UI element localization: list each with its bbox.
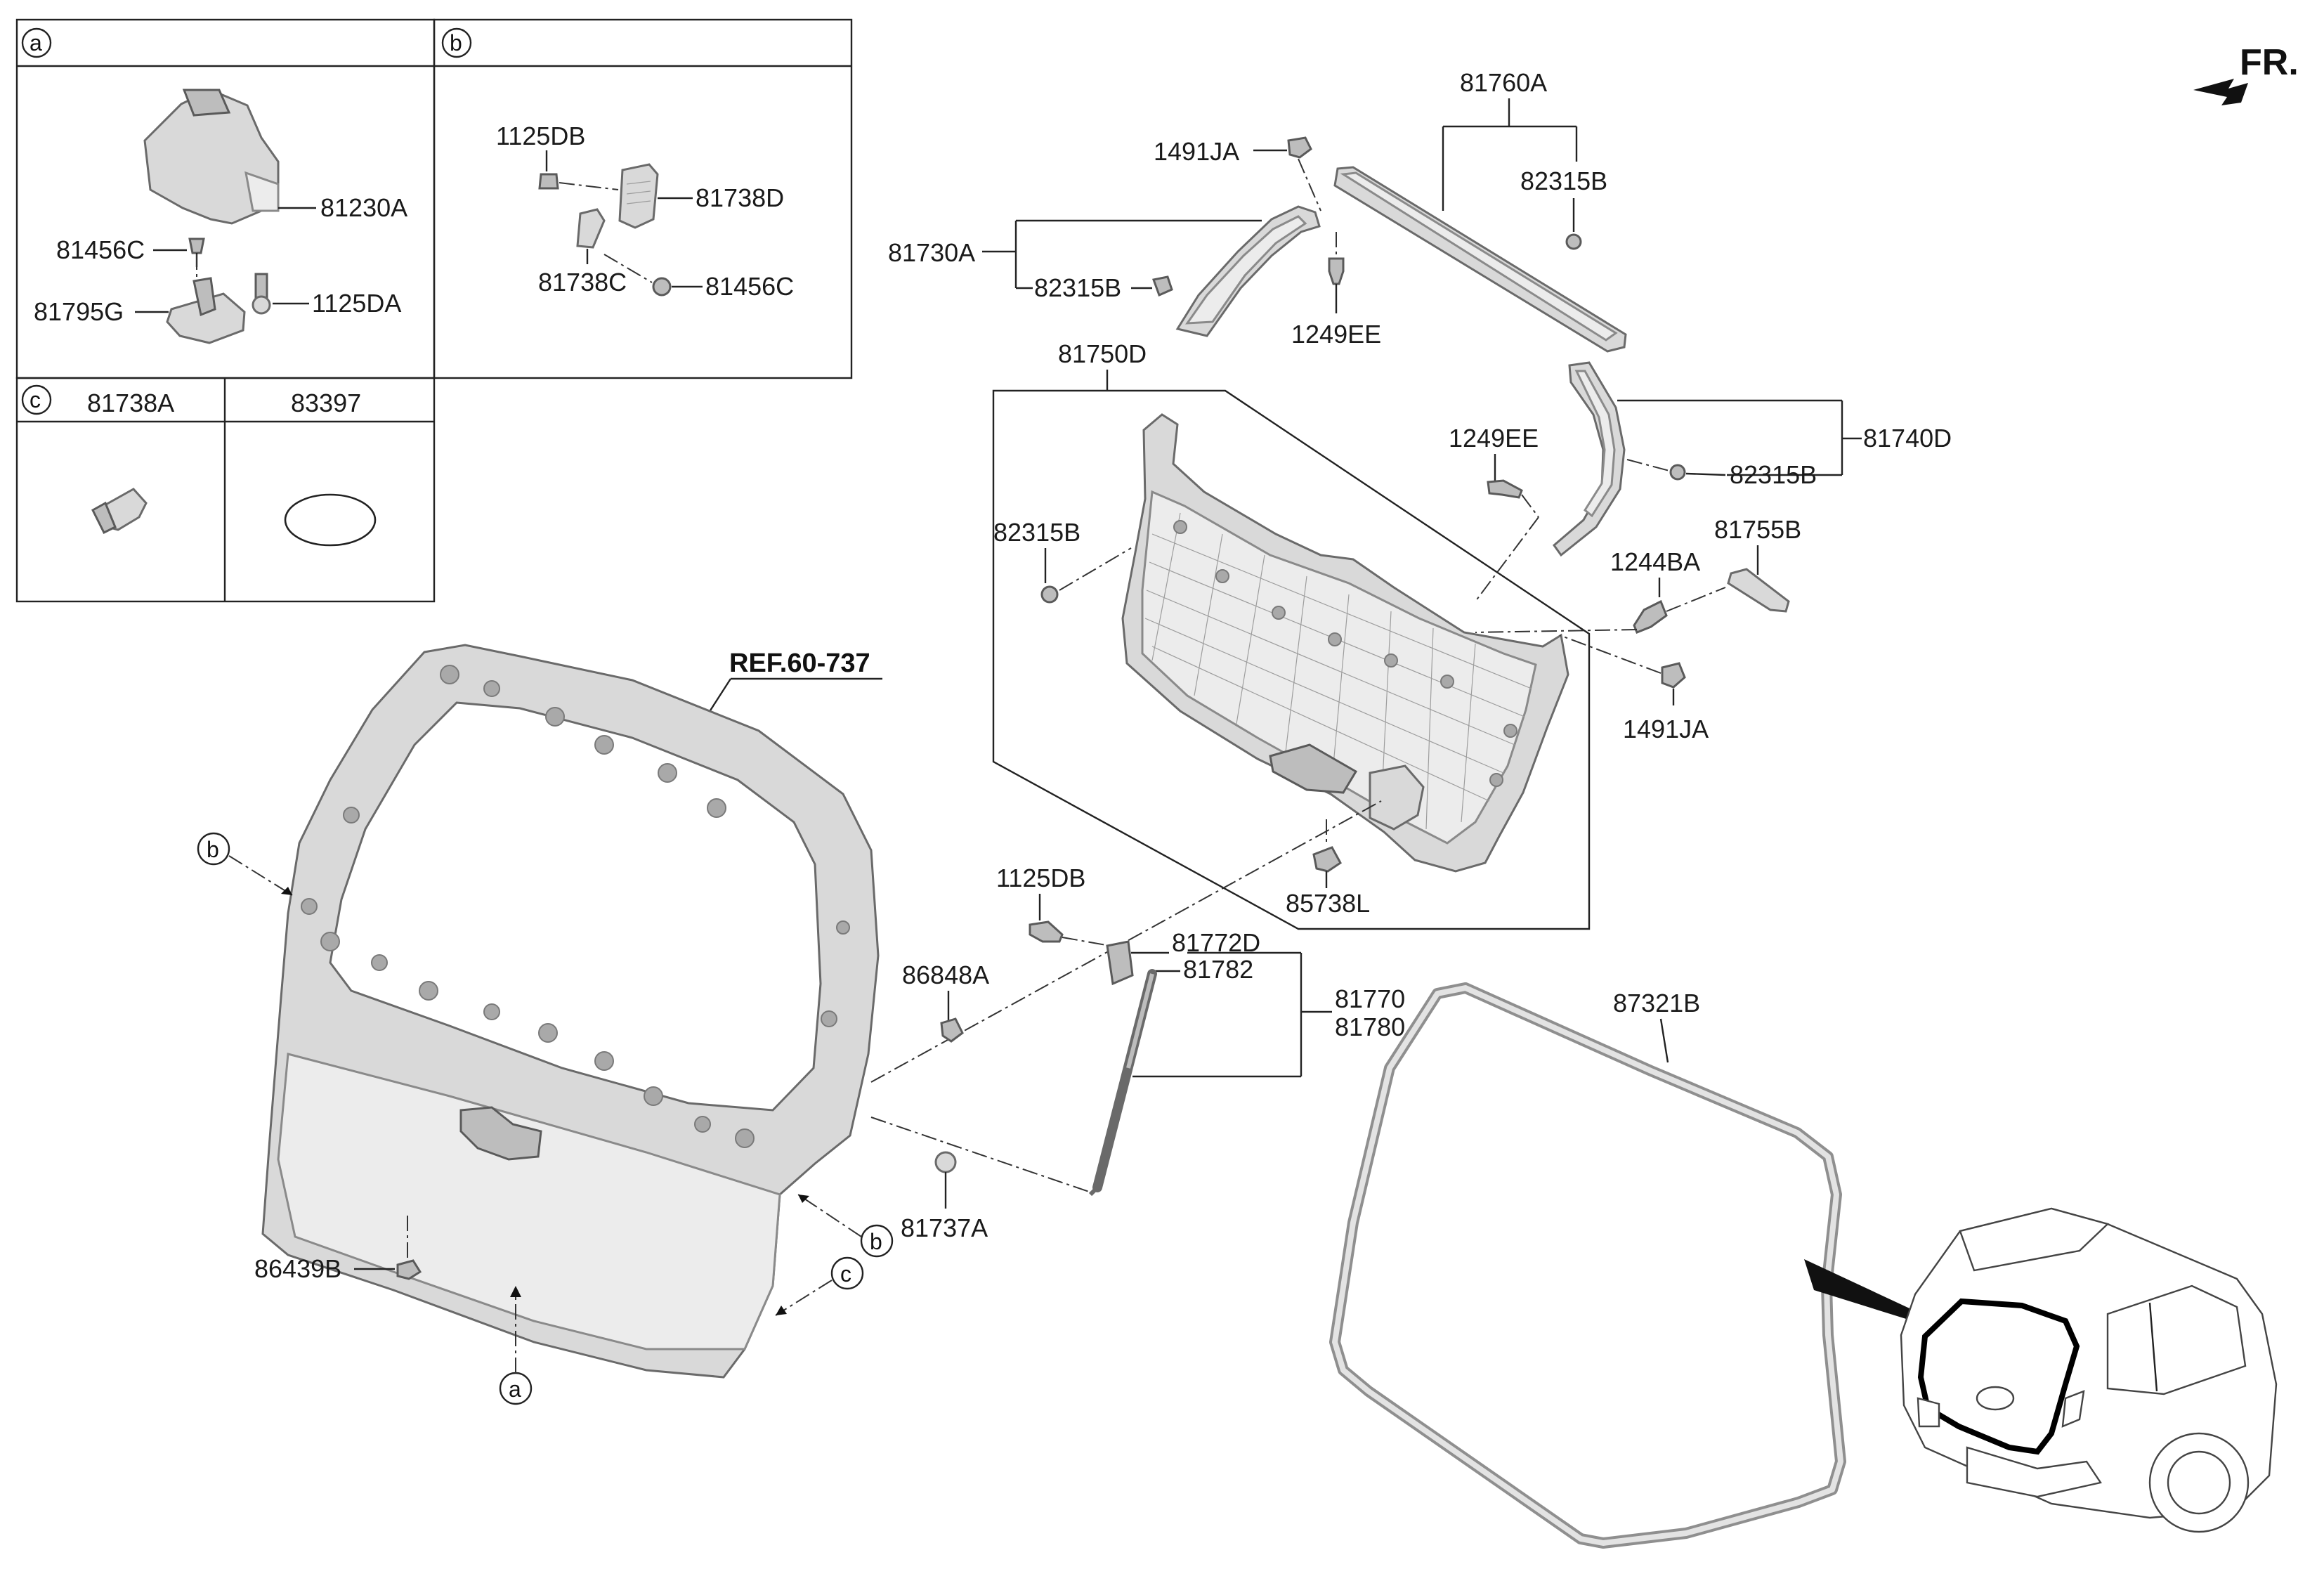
clip-icon (1565, 233, 1582, 250)
part-label-82315B-2: 82315B (1034, 273, 1121, 302)
bolt-icon (1633, 599, 1668, 634)
strut-hinge-group: 1125DB 81772D 81782 81770 81780 86848A 8… (870, 800, 1405, 1242)
part-label-82315B-3: 82315B (1730, 460, 1817, 489)
screw-icon (188, 237, 205, 254)
screw-icon (1487, 479, 1523, 499)
nut-icon (396, 1259, 422, 1280)
inset-c-parts: 81738A 83397 (87, 389, 377, 547)
inset-a-letter: a (30, 30, 42, 56)
weatherstrip-icon (1329, 982, 1846, 1549)
clip-icon (1151, 275, 1173, 297)
part-label-81737A: 81737A (901, 1213, 988, 1242)
handle-plate-icon (618, 163, 659, 229)
part-label-81738A: 81738A (87, 389, 174, 417)
part-label-83397: 83397 (291, 389, 361, 417)
clip-icon (940, 1017, 964, 1043)
ref-label: REF.60-737 (729, 649, 870, 678)
bolt-icon (538, 173, 559, 190)
part-label-82315B-1: 82315B (1520, 167, 1607, 195)
vehicle-thumbnail (1900, 1207, 2278, 1533)
inset-a-parts: 81230A 81456C 81795G 1125DA (34, 89, 407, 344)
inset-b-parts: 1125DB 81738D 81738C 81456C (496, 122, 794, 301)
part-label-81750D: 81750D (1058, 339, 1147, 368)
tailgate-window-opening (329, 701, 822, 1112)
inset-panels: a b c (15, 18, 853, 603)
part-label-81740D: 81740D (1863, 424, 1952, 453)
part-label-81738C: 81738C (538, 268, 627, 297)
part-label-87321B: 87321B (1613, 989, 1700, 1017)
bumper-icon (934, 1151, 957, 1173)
callout-a: a (509, 1377, 521, 1402)
part-label-81230A: 81230A (320, 193, 407, 222)
part-label-81738D: 81738D (696, 183, 784, 212)
weatherstrip-group: 87321B (1329, 982, 1931, 1549)
front-direction-indicator: FR. (2193, 42, 2299, 105)
striker-icon (166, 292, 246, 344)
part-label-81795G: 81795G (34, 297, 124, 326)
clip-icon (1040, 585, 1059, 604)
tailgate-panel-group: REF.60-737 (197, 644, 894, 1405)
screw-1249EE-group: 1249EE (1449, 424, 1539, 602)
part-label-81730A: 81730A (888, 238, 975, 267)
part-label-81770: 81770 (1335, 984, 1405, 1013)
part-label-1249EE-2: 1249EE (1449, 424, 1539, 453)
inset-c-letter: c (30, 387, 41, 412)
front-label: FR. (2240, 42, 2299, 83)
plug-icon (284, 493, 377, 547)
part-label-81755B: 81755B (1714, 515, 1801, 544)
part-label-1244BA: 1244BA (1610, 547, 1700, 576)
part-label-86439B: 86439B (254, 1254, 341, 1283)
part-label-1491JA-bot: 1491JA (1623, 715, 1709, 743)
callout-c: c (840, 1261, 851, 1287)
hinge-icon (1106, 940, 1134, 986)
cover-icon (576, 208, 606, 249)
part-label-1125DA: 1125DA (312, 289, 401, 318)
right-pillar-trim-group: 81740D 82315B (1552, 361, 1952, 557)
part-label-1125DB: 1125DB (996, 864, 1085, 892)
part-label-1491JA-top: 1491JA (1154, 137, 1239, 166)
callout-b-lower: b (870, 1229, 882, 1254)
clip-icon (1287, 136, 1312, 159)
inset-b-frame (433, 18, 853, 379)
handle-cup-icon (1269, 743, 1358, 794)
clip-icon (1312, 846, 1342, 873)
part-label-85738L: 85738L (1286, 889, 1370, 918)
part-label-81780: 81780 (1335, 1013, 1405, 1041)
right-side-fasteners-group: 81755B 1244BA 1491JA (1475, 515, 1801, 743)
part-label-81760A: 81760A (1460, 68, 1547, 97)
screw-icon (1328, 257, 1345, 285)
part-label-81456C-b: 81456C (705, 272, 794, 301)
part-label-1249EE-1: 1249EE (1291, 320, 1381, 349)
part-label-81782: 81782 (1183, 955, 1253, 984)
inset-b-letter: b (450, 30, 462, 56)
tailgate-holes (301, 665, 850, 1148)
part-label-82315B-4: 82315B (993, 518, 1081, 547)
pointer-wedge-icon (1804, 1259, 1931, 1325)
part-label-1125DB-b: 1125DB (496, 122, 585, 150)
nut-icon (652, 277, 672, 297)
clip-icon (1669, 464, 1686, 481)
clip-icon (1661, 662, 1686, 689)
lower-trim-panel-group: 81750D 8 (992, 339, 1591, 930)
bracket-icon (1727, 568, 1790, 613)
part-label-86848A: 86848A (902, 961, 989, 989)
bolt-icon (1029, 920, 1064, 943)
callout-b-upper: b (207, 837, 219, 862)
part-label-81456C-a: 81456C (56, 235, 145, 264)
front-arrow-icon (2193, 79, 2248, 105)
upper-garnish-group: 81760A 82315B (1333, 68, 1627, 353)
left-pillar-trim-group: 1491JA 81730A 82315B 1249EE (888, 136, 1381, 349)
trim-panel-frame (992, 389, 1591, 930)
